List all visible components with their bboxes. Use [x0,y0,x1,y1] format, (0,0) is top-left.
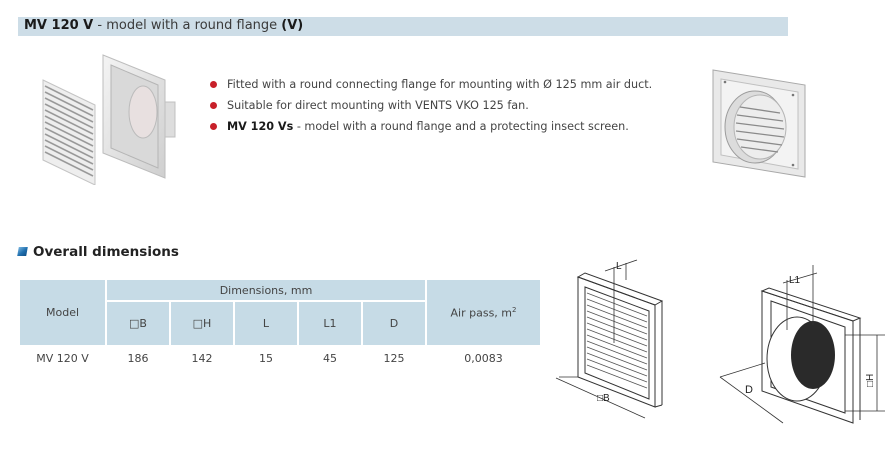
header-dimensions: Dimensions, mm [105,278,427,302]
label-b: □B [597,393,610,404]
title-description: - model with a round flange [93,18,282,33]
feature-item: Suitable for direct mounting with VENTS … [208,97,652,118]
header-b: □B [105,300,171,347]
side-view-drawing: L1 D □H [719,265,885,424]
front-view-drawing: L □B [555,259,664,419]
cell-d: 125 [362,345,426,369]
feature-item: Fitted with a round connecting flange fo… [208,76,652,97]
table-row: MV 120 V 186 142 15 45 125 0,0083 [19,345,541,369]
cell-l: 15 [234,345,298,369]
label-d: D [745,384,753,396]
bullet-icon [210,102,217,109]
title-model: MV 120 V [24,18,94,33]
cell-b: 186 [106,345,170,369]
cell-l1: 45 [298,345,362,369]
header-model: Model [18,278,107,347]
cell-model: MV 120 V [19,345,106,369]
label-l1: L1 [789,275,801,286]
label-h: □H [865,374,876,387]
bullet-icon [210,123,217,130]
cell-h: 142 [170,345,234,369]
dimensions-table: Model Dimensions, mm Air pass, m2 □B □H … [18,278,542,369]
bullet-icon [210,81,217,88]
header-d: D [361,300,427,347]
cell-air-pass: 0,0083 [426,345,541,369]
product-photo-round [712,69,806,178]
section-marker-icon [17,247,28,256]
header-h: □H [169,300,235,347]
label-l: L [616,261,622,272]
title-suffix: (V) [281,18,304,33]
header-l1: L1 [297,300,363,347]
feature-list: Fitted with a round connecting flange fo… [208,76,652,139]
feature-item: MV 120 Vs - model with a round flange an… [208,118,652,139]
header-air-pass: Air pass, m2 [425,278,542,347]
product-photo-exploded [42,54,176,185]
title-bar: MV 120 V - model with a round flange (V) [18,17,788,36]
section-heading: Overall dimensions [17,244,179,260]
header-l: L [233,300,299,347]
title-text: MV 120 V - model with a round flange (V) [24,18,303,33]
